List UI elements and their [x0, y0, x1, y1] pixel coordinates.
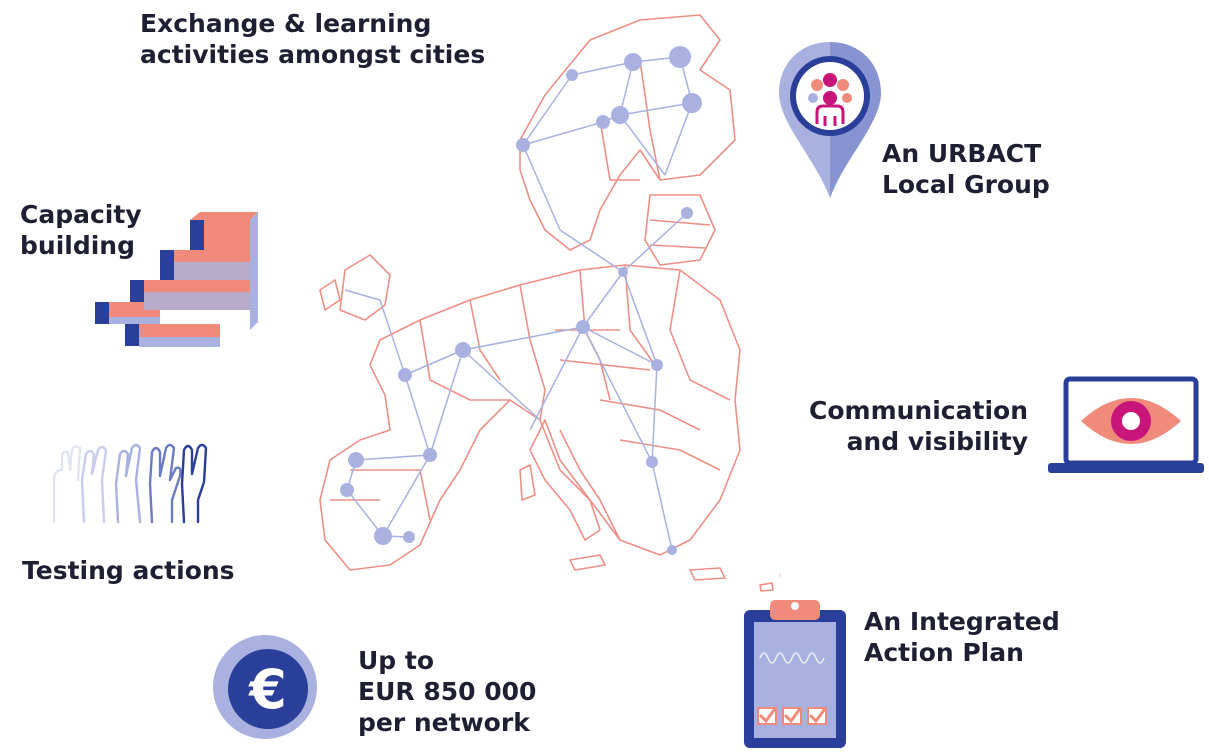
city-node — [667, 545, 677, 555]
city-node — [669, 46, 691, 68]
europe-map — [319, 14, 780, 592]
euro-coin-icon: € — [213, 635, 317, 739]
city-node — [611, 106, 629, 124]
city-node — [566, 69, 578, 81]
laptop-eye-icon — [1048, 376, 1204, 473]
city-node — [682, 93, 702, 113]
city-nodes — [340, 46, 702, 555]
city-node — [576, 320, 590, 334]
raised-hands-icon — [52, 443, 208, 524]
city-node — [398, 368, 412, 382]
city-node — [455, 342, 471, 358]
testing-actions-label: Testing actions — [22, 556, 235, 585]
city-node — [618, 267, 628, 277]
city-node — [681, 207, 693, 219]
city-node — [624, 53, 642, 71]
budget-label: Up to EUR 850 000 per network — [358, 646, 537, 737]
local-group-label: An URBACT Local Group — [882, 139, 1050, 199]
city-node — [423, 448, 437, 462]
euro-symbol: € — [247, 658, 287, 721]
city-node — [651, 359, 663, 371]
exchange-label: Exchange & learning activities amongst c… — [140, 9, 486, 69]
city-node — [374, 527, 392, 545]
action-plan-label: An Integrated Action Plan — [864, 607, 1060, 667]
city-node — [403, 531, 415, 543]
stairs-icon — [95, 212, 258, 347]
network-lines — [344, 56, 693, 551]
city-node — [348, 452, 364, 468]
capacity-building-label: Capacity building — [20, 200, 142, 260]
location-pin-people-icon — [779, 42, 881, 198]
city-node — [596, 115, 610, 129]
communication-label: Communication and visibility — [809, 396, 1028, 456]
country-borders — [319, 14, 780, 592]
clipboard-checklist-icon — [744, 600, 846, 748]
city-node — [646, 456, 658, 468]
city-node — [340, 483, 354, 497]
city-node — [516, 138, 530, 152]
